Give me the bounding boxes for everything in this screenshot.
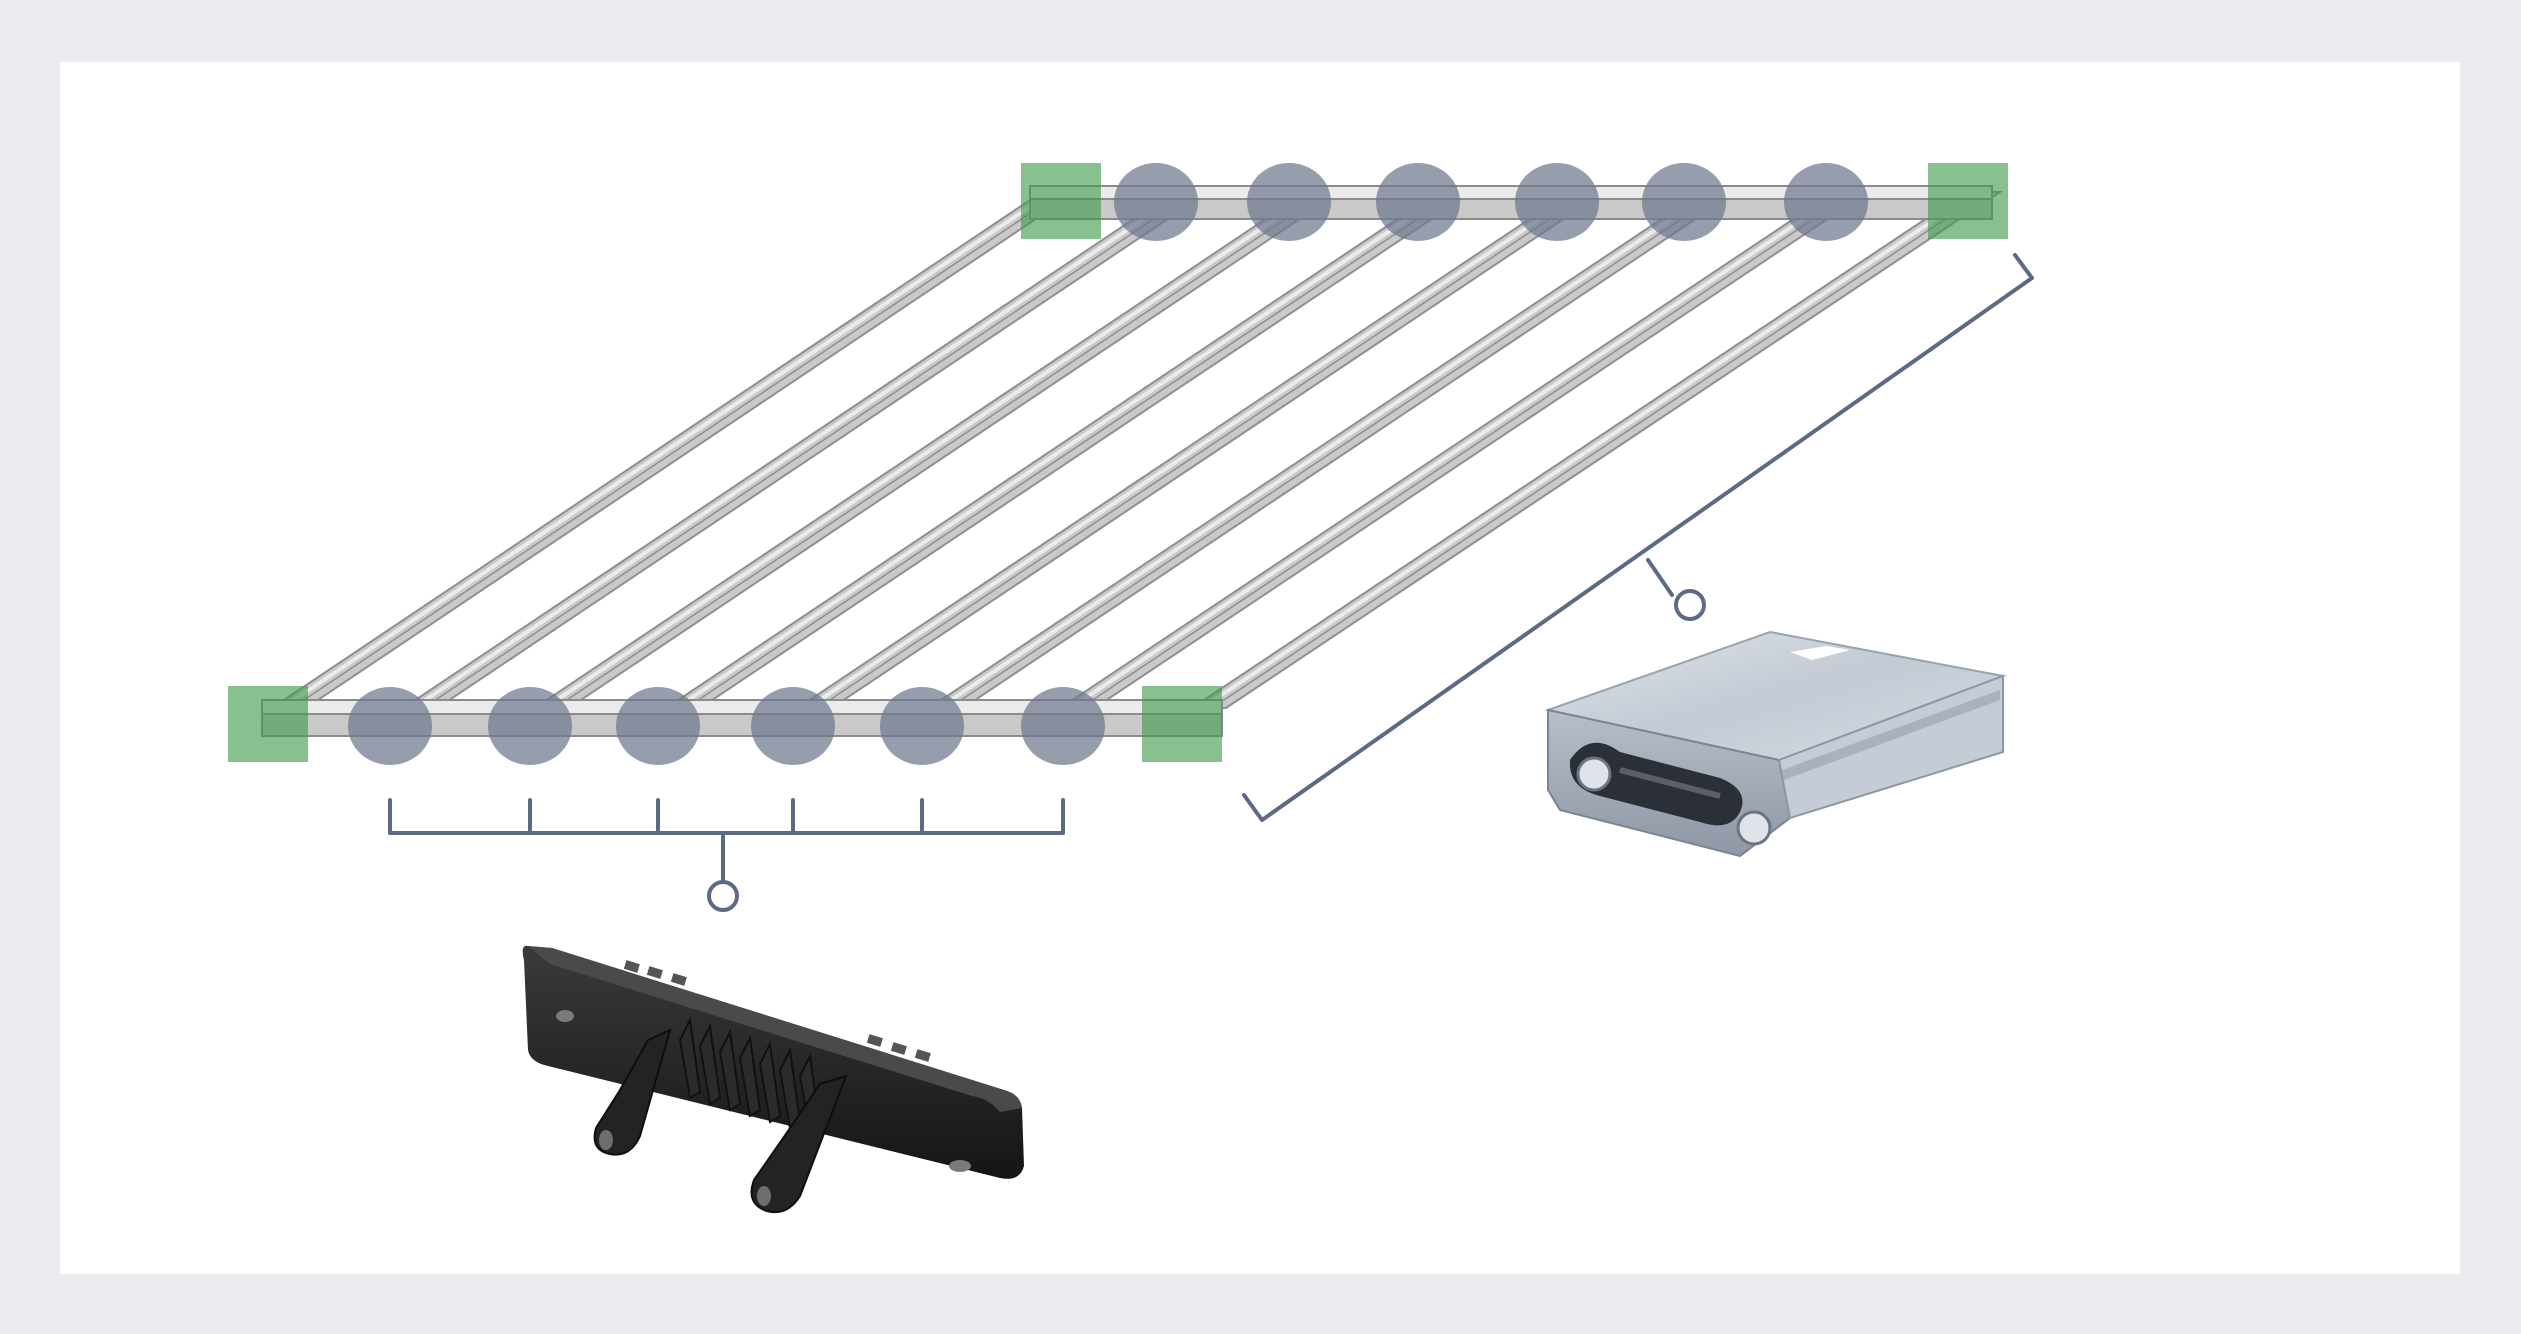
- corner-marker-icon: [228, 686, 308, 762]
- connector-marker-icon: [488, 687, 572, 765]
- connector-marker-icon: [1247, 163, 1331, 241]
- connector-marker-icon: [1376, 163, 1460, 241]
- connector-marker-icon: [1515, 163, 1599, 241]
- connector-marker-icon: [1114, 163, 1198, 241]
- connector-marker-icon: [616, 687, 700, 765]
- corner-marker-icon: [1142, 686, 1222, 762]
- connector-marker-icon: [348, 687, 432, 765]
- connector-clip-icon: [522, 945, 1024, 1214]
- cross-rail: [1188, 190, 2004, 710]
- corner-marker-icon: [1928, 163, 2008, 239]
- connector-marker-icon: [1021, 687, 1105, 765]
- clip-callout-bracket: [388, 798, 1065, 912]
- connector-marker-icon: [1642, 163, 1726, 241]
- profile-callout-bracket: [1242, 253, 2034, 822]
- cross-rail: [268, 190, 1080, 710]
- cross-rails-group: [268, 190, 2004, 710]
- aluminum-rail-profile-icon: [1544, 630, 2007, 858]
- connector-marker-icon: [1784, 163, 1868, 241]
- cross-rail: [662, 190, 1476, 710]
- bracket-callout-circle: [707, 880, 739, 912]
- connector-marker-icon: [751, 687, 835, 765]
- connector-marker-icon: [880, 687, 964, 765]
- markers-group: [228, 163, 2008, 765]
- corner-marker-icon: [1021, 163, 1101, 239]
